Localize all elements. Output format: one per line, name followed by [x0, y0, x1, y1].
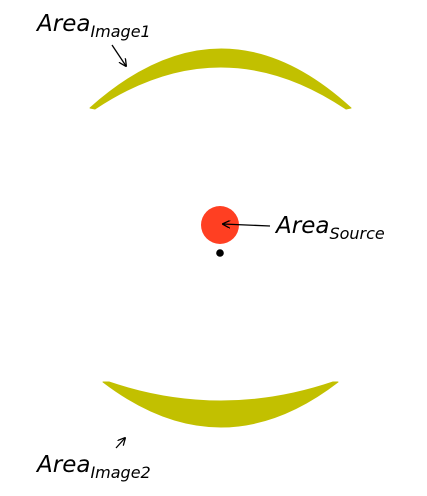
- label-source-main: Area: [274, 213, 329, 239]
- label-image1: AreaImage1: [35, 11, 151, 41]
- label-image1-main: Area: [35, 11, 90, 37]
- source-disk: [201, 206, 239, 244]
- label-source: AreaSource: [274, 213, 385, 243]
- arrow-image1: [111, 44, 126, 66]
- label-image2-main: Area: [35, 452, 90, 478]
- label-image1-sub: Image1: [90, 22, 150, 41]
- arrow-source: [223, 224, 271, 226]
- arrow-image2: [115, 438, 125, 449]
- label-image2: AreaImage2: [35, 452, 151, 482]
- lens-dot: [216, 249, 224, 257]
- image1-arc: [89, 48, 352, 110]
- label-source-sub: Source: [329, 224, 384, 243]
- label-image2-sub: Image2: [90, 463, 150, 482]
- image2-arc: [102, 381, 339, 428]
